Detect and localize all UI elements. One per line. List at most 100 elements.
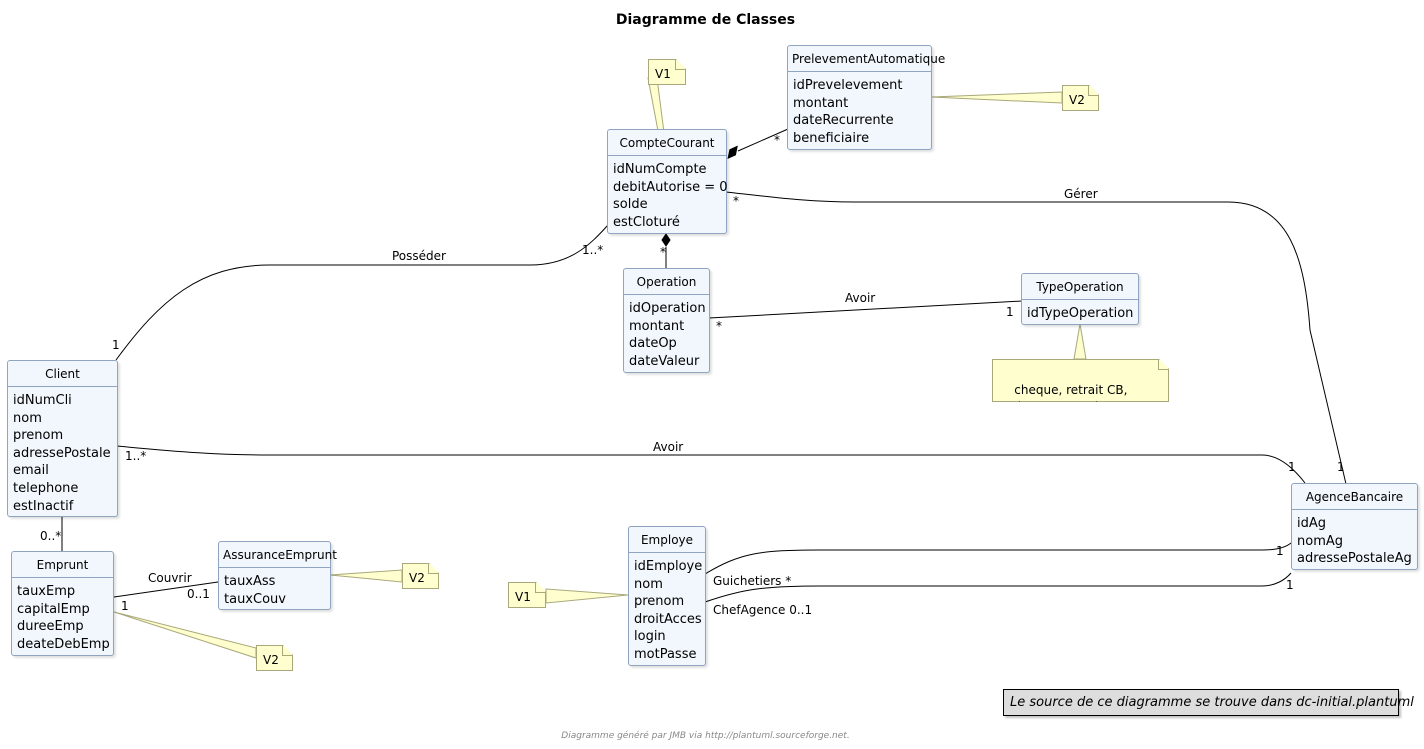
avoir-agence-multiplicity: 1 <box>1288 460 1296 474</box>
class-prelevement-automatique[interactable]: PrelevementAutomatique idPrevelevement m… <box>787 45 945 150</box>
note-fold-icon <box>428 564 438 574</box>
gerer-compte-multiplicity: * <box>733 194 739 208</box>
attribute: idNumCompte <box>613 162 707 177</box>
class-name: Employe <box>629 527 705 553</box>
class-name: AssuranceEmprunt <box>219 542 337 568</box>
compte-prelevement-line <box>737 128 789 152</box>
attribute: telephone <box>13 480 79 496</box>
footer-credit: Diagramme généré par JMB via http://plan… <box>561 731 850 741</box>
note-text: V1 <box>515 590 531 604</box>
composition-diamond-prelevement <box>727 145 738 159</box>
attribute: tauxEmp <box>17 584 76 599</box>
note-v2-assurance[interactable]: V2 <box>402 563 439 589</box>
attribute: nom <box>13 410 42 426</box>
attribute: solde <box>613 197 648 213</box>
note-v2-prelevement-connector <box>930 91 1063 104</box>
attribute: prenom <box>634 594 685 610</box>
note-fold-icon <box>282 646 292 656</box>
class-name: AgenceBancaire <box>1292 484 1417 510</box>
attribute: dateValeur <box>629 353 700 369</box>
note-fold-icon <box>535 583 545 593</box>
attribute: adressePostale <box>13 445 111 461</box>
attribute: prenom <box>13 428 64 444</box>
attribute: dateRecurrente <box>793 113 894 129</box>
avoir-type-line <box>708 300 1023 319</box>
attribute: estInactif <box>13 498 74 514</box>
class-assurance-emprunt[interactable]: AssuranceEmprunt tauxAss tauxCouv <box>218 541 337 610</box>
avoir-type-label: Avoir <box>845 291 876 305</box>
note-text: V2 <box>263 653 279 667</box>
avoir-type-multiplicity: 1 <box>1006 305 1014 319</box>
attribute: dateOp <box>629 336 677 352</box>
legend-box: Le source de ce diagramme se trouve dans… <box>1003 689 1414 716</box>
attribute: deateDebEmp <box>17 636 110 652</box>
gerer-agence-multiplicity: 1 <box>1337 460 1345 474</box>
posseder-client-multiplicity: 1 <box>112 338 120 352</box>
note-v2-prelevement[interactable]: V2 <box>1062 85 1099 111</box>
chefagence-role: ChefAgence 0..1 <box>713 603 813 617</box>
posseder-compte-multiplicity: 1..* <box>582 243 604 257</box>
note-v1-compte[interactable]: V1 <box>648 59 686 85</box>
attribute: login <box>634 629 666 645</box>
gerer-label: Gérer <box>1064 187 1098 201</box>
attribute: email <box>13 463 49 479</box>
note-text: V1 <box>655 67 671 81</box>
attribute: idNumCli <box>13 393 72 408</box>
note-fold-icon <box>1158 360 1168 370</box>
class-employe[interactable]: Employe idEmploye nom prenom droitAcces … <box>628 526 706 666</box>
avoir-agence-label: Avoir <box>653 440 684 454</box>
chefagence-agence-multiplicity: 1 <box>1286 578 1294 592</box>
note-v1-employe[interactable]: V1 <box>508 582 546 608</box>
attribute: estCloturé <box>613 214 680 230</box>
class-type-operation[interactable]: TypeOperation idTypeOperation <box>1021 273 1139 325</box>
prelevement-multiplicity: * <box>774 133 780 147</box>
attribute: montant <box>793 95 849 111</box>
note-fold-icon <box>675 60 685 70</box>
attribute: droitAcces <box>634 611 702 627</box>
class-client[interactable]: Client idNumCli nom prenom adressePostal… <box>7 360 118 517</box>
composition-diamond-operation <box>661 233 671 247</box>
chefagence-line <box>704 572 1292 603</box>
attribute: tauxAss <box>224 574 276 589</box>
attribute: nom <box>634 576 663 592</box>
operation-multiplicity: * <box>660 245 666 259</box>
class-operation[interactable]: Operation idOperation montant dateOp dat… <box>623 268 710 373</box>
avoir-client-multiplicity: 1..* <box>125 449 147 463</box>
attribute: idAg <box>1297 516 1327 531</box>
emprunt-multiplicity: 0..* <box>40 529 62 543</box>
note-type-operation[interactable]: cheque, retrait CB, paiement CB, viremen… <box>992 359 1169 402</box>
class-emprunt[interactable]: Emprunt tauxEmp capitalEmp dureeEmp deat… <box>11 551 114 656</box>
note-text: V2 <box>409 571 425 585</box>
couvrir-emprunt-multiplicity: 1 <box>121 599 129 613</box>
couvrir-assurance-multiplicity: 0..1 <box>187 587 210 601</box>
avoir-operation-multiplicity: * <box>716 319 722 333</box>
note-v2-emprunt[interactable]: V2 <box>256 645 293 671</box>
attribute: dureeEmp <box>17 619 84 635</box>
couvrir-line <box>113 581 219 598</box>
attribute: idPrevelevement <box>793 78 903 93</box>
class-compte-courant[interactable]: CompteCourant idNumCompte debitAutorise … <box>607 129 728 234</box>
class-agence-bancaire[interactable]: AgenceBancaire idAg nomAg adressePostale… <box>1291 483 1418 570</box>
guichetiers-line <box>704 542 1292 575</box>
guichetiers-agence-multiplicity: 1 <box>1276 544 1284 558</box>
attribute: beneficiaire <box>793 130 870 146</box>
note-text: V2 <box>1069 93 1085 107</box>
posseder-label: Posséder <box>392 249 446 263</box>
attribute: tauxCouv <box>224 591 286 607</box>
diagram-title: Diagramme de Classes <box>615 12 796 28</box>
class-name: CompteCourant <box>608 130 726 156</box>
couvrir-label: Couvrir <box>148 571 192 585</box>
attribute: capitalEmp <box>17 601 90 617</box>
class-name: TypeOperation <box>1022 274 1138 300</box>
note-v1-employe-connector <box>545 588 629 604</box>
attribute: idEmploye <box>634 559 703 574</box>
note-typeop-connector <box>1073 323 1087 360</box>
note-v2-assurance-connector <box>329 569 403 583</box>
gerer-line <box>725 191 1347 485</box>
posseder-line <box>115 224 609 361</box>
class-name: Client <box>8 361 117 387</box>
attribute: motPasse <box>634 646 697 662</box>
attribute: idTypeOperation <box>1027 306 1134 321</box>
